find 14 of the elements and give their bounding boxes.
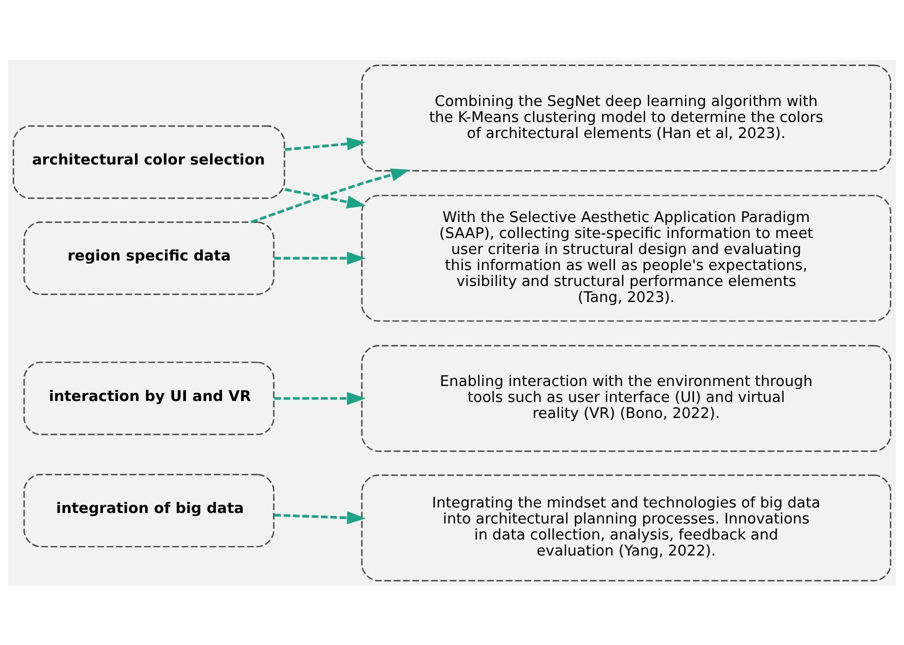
- arrow: [284, 136, 366, 150]
- arrow: [274, 510, 366, 524]
- node-box: Integrating the mindset and technologies of big data into architectural planning processes. Innovations in data collection, analysis, feedback and evaluation (Yang, 2022).: [361, 474, 892, 581]
- node-box: Enabling interaction with the environment through tools such as user interface (UI) and virtual reality (VR) (Bono, 2022).: [361, 344, 892, 452]
- node-box: With the Selective Aesthetic Application Paradigm (SAAP), collecting site-specific information to meet user criteria in structural design and evaluating this information as well as people's expectations, visibility and structural performance elements (Tang, 2023).: [361, 194, 892, 322]
- node-box: interaction by UI and VR: [23, 361, 274, 435]
- node-box: region specific data: [23, 221, 274, 294]
- arrow: [274, 391, 366, 404]
- node-box: architectural color selection: [12, 124, 286, 198]
- arrow: [250, 168, 410, 223]
- arrow: [274, 251, 366, 264]
- node-box: Combining the SegNet deep learning algorithm with the K-Means clustering model to determine the colors of architectural elements (Han et al, 2023).: [361, 64, 892, 171]
- node-box: integration of big data: [23, 473, 274, 547]
- arrow: [284, 188, 366, 208]
